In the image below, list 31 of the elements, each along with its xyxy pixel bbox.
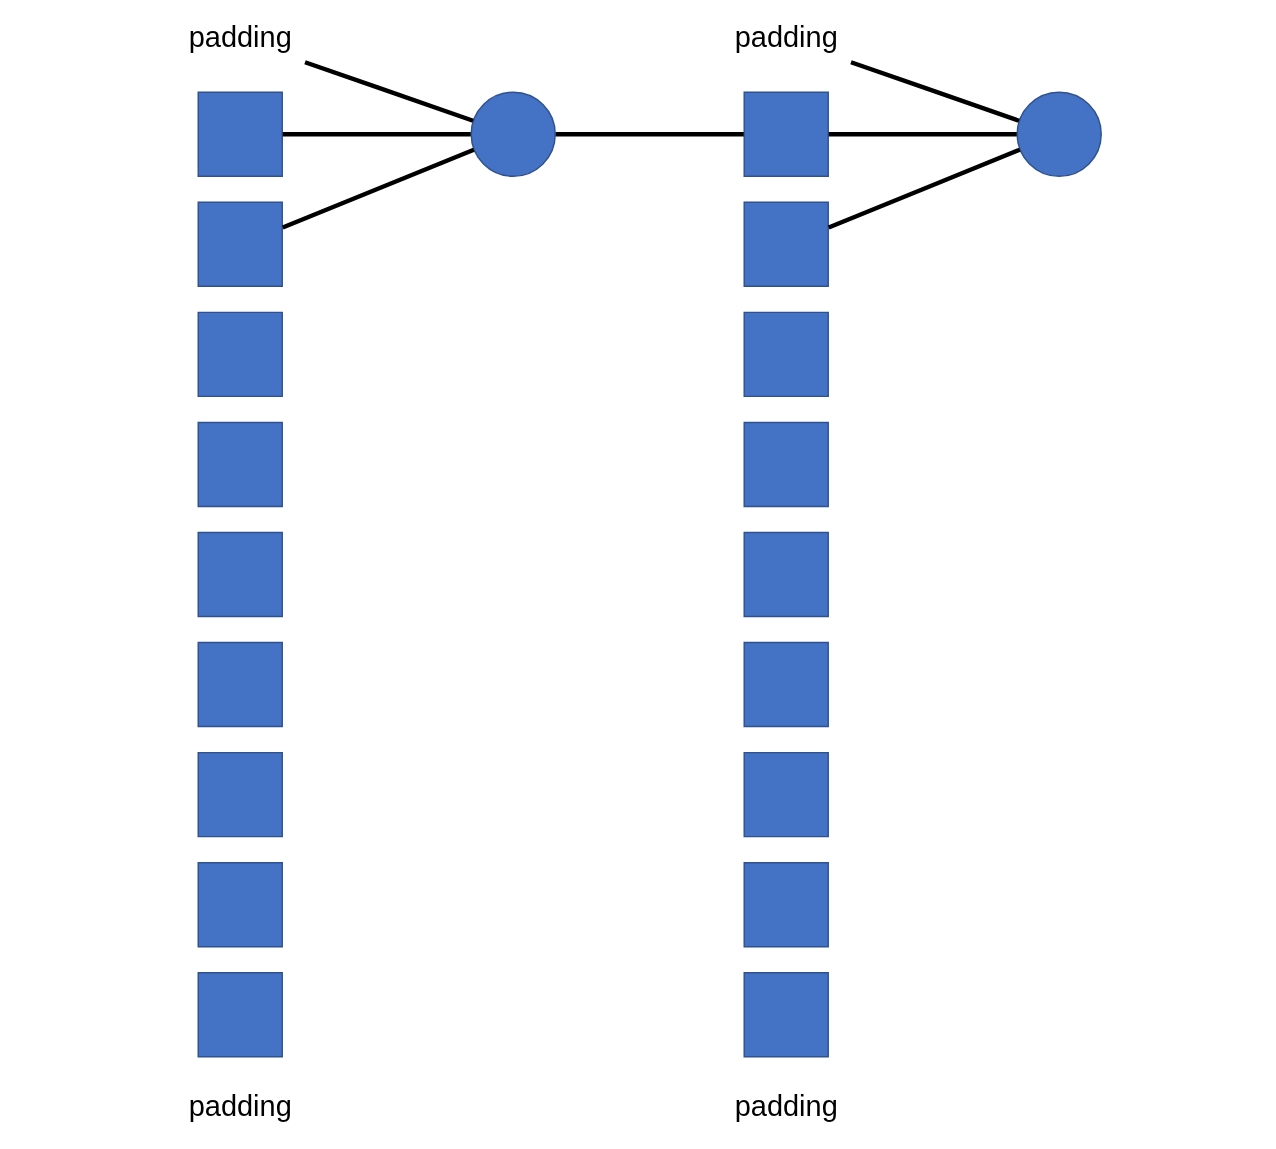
- node-box: [743, 201, 829, 288]
- node-box: [197, 861, 283, 948]
- node-box: [743, 751, 829, 838]
- connector: [827, 147, 1021, 230]
- connector: [282, 132, 471, 137]
- node-box: [197, 201, 283, 288]
- node-box: [743, 91, 829, 177]
- node-box: [197, 311, 283, 398]
- node-box: [197, 641, 283, 728]
- node-box: [743, 972, 829, 1058]
- node-text: padding: [734, 21, 838, 54]
- node-box: [743, 861, 829, 948]
- connector: [303, 60, 474, 123]
- connector: [281, 147, 475, 230]
- node-box: [197, 972, 283, 1058]
- node-box: [743, 531, 829, 618]
- node-box: [743, 311, 829, 398]
- node-circle: [1016, 91, 1102, 177]
- node-circle: [470, 91, 556, 177]
- connector: [828, 132, 1017, 137]
- connector: [849, 60, 1020, 123]
- node-box: [743, 641, 829, 728]
- label: padding: [188, 1090, 292, 1123]
- node-text: padding: [188, 21, 292, 54]
- connector: [555, 132, 744, 137]
- node-box: [197, 751, 283, 838]
- label: padding: [734, 1090, 838, 1123]
- node-box: [743, 421, 829, 508]
- node-box: [197, 531, 283, 618]
- node-box: [197, 421, 283, 508]
- node-box: [197, 91, 283, 177]
